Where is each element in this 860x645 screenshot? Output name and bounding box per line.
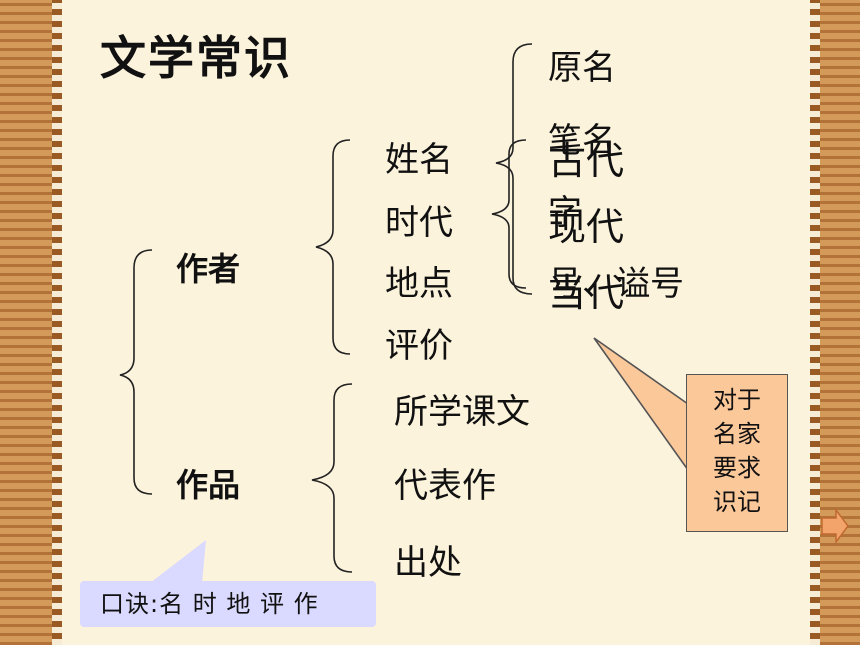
author-brace xyxy=(315,139,351,355)
author-item-era: 时代 xyxy=(385,203,453,243)
work-item-masterpiece: 代表作 xyxy=(394,466,496,506)
note-callout: 对于 名家 要求 识记 xyxy=(686,374,788,532)
author-item-evaluation: 评价 xyxy=(385,326,453,366)
mnemonic-pointer xyxy=(150,540,206,583)
name-item-courtesy: 字 xyxy=(548,193,582,233)
era-item-ancient: 古代 xyxy=(548,139,625,183)
slide-canvas xyxy=(62,0,810,645)
name-item-pen-name: 笔名 xyxy=(548,121,616,161)
name-brace xyxy=(495,43,533,295)
work-item-lesson: 所学课文 xyxy=(394,392,530,432)
branch-author: 作者 xyxy=(176,250,241,288)
era-brace xyxy=(491,139,527,289)
page-title: 文学常识 xyxy=(100,31,292,85)
author-item-place: 地点 xyxy=(385,264,453,304)
left-border xyxy=(0,0,62,645)
name-item-posthumous: 号、谥号 xyxy=(548,264,684,304)
work-item-source: 出处 xyxy=(394,543,462,583)
branch-work: 作品 xyxy=(176,466,241,504)
callout-pointer xyxy=(593,337,689,471)
mnemonic-box: 口诀:名 时 地 评 作 xyxy=(80,581,376,627)
main-brace xyxy=(119,249,153,495)
next-arrow-icon[interactable] xyxy=(820,508,850,544)
era-item-modern: 现代 xyxy=(548,205,625,249)
author-item-name: 姓名 xyxy=(385,140,453,180)
work-brace xyxy=(311,383,353,573)
name-item-original: 原名 xyxy=(548,48,616,88)
right-border xyxy=(810,0,860,645)
era-item-contemporary: 当代 xyxy=(548,271,625,315)
